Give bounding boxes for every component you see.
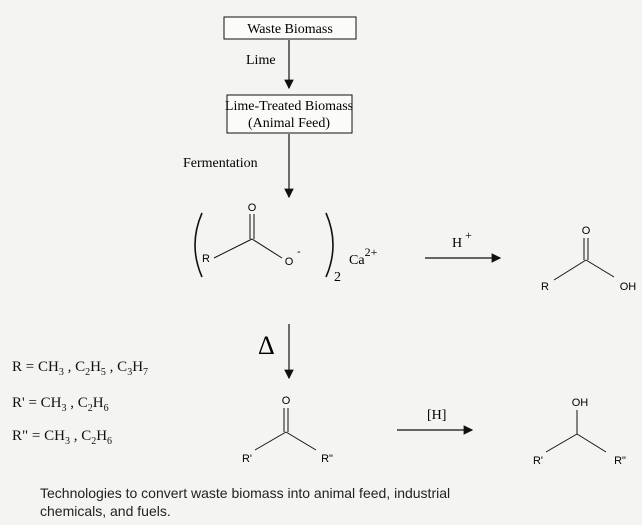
salt-minus: -: [297, 246, 301, 258]
heat-symbol: Δ: [258, 331, 275, 360]
acid-label: H+: [452, 228, 472, 251]
ketone-r1: R': [242, 453, 252, 465]
reaction-scheme: Waste Biomass Lime Lime-Treated Biomass …: [183, 16, 636, 467]
salt-r-group: R: [202, 253, 210, 265]
waste-biomass-label: Waste Biomass: [247, 22, 333, 37]
ketone: O R' R": [242, 395, 333, 465]
carboxylate-salt: O R O - 2 Ca2+: [194, 202, 378, 285]
left-paren: [194, 212, 203, 278]
r-double-prime-definition: R" = CH3 , C2H6: [12, 428, 113, 447]
r-prime-definition: R' = CH3 , C2H6: [12, 395, 109, 414]
right-paren: [325, 212, 334, 278]
alcohol-r2: R": [614, 455, 626, 467]
salt-carbonyl-o: O: [248, 202, 257, 214]
figure-caption: Technologies to convert waste biomass in…: [40, 484, 640, 520]
calcium-ion: Ca2+: [349, 245, 378, 268]
salt-count: 2: [334, 270, 341, 285]
carboxylic-acid: O R OH: [541, 225, 636, 293]
ketone-carbonyl-o: O: [282, 395, 291, 407]
lime-treated-box: Lime-Treated Biomass (Animal Feed): [225, 94, 353, 134]
salt-oxygen: O: [285, 256, 294, 268]
alcohol-r1: R': [533, 455, 543, 467]
ketone-r2: R": [321, 453, 333, 465]
acid-carbonyl-o: O: [582, 225, 591, 237]
caption-line-2: chemicals, and fuels.: [40, 503, 171, 519]
reduction-label: [H]: [427, 408, 446, 423]
waste-biomass-box: Waste Biomass: [223, 16, 357, 40]
alcohol-oh: OH: [572, 397, 589, 409]
lime-treated-label-2: (Animal Feed): [248, 116, 330, 131]
fermentation-label: Fermentation: [183, 156, 258, 171]
r-definition: R = CH3 , C2H5 , C3H7: [12, 359, 149, 378]
acid-oh: OH: [620, 281, 637, 293]
acid-r-group: R: [541, 281, 549, 293]
lime-label: Lime: [246, 53, 276, 68]
lime-treated-label-1: Lime-Treated Biomass: [225, 99, 353, 114]
secondary-alcohol: OH R' R": [533, 397, 626, 467]
caption-line-1: Technologies to convert waste biomass in…: [40, 485, 451, 501]
